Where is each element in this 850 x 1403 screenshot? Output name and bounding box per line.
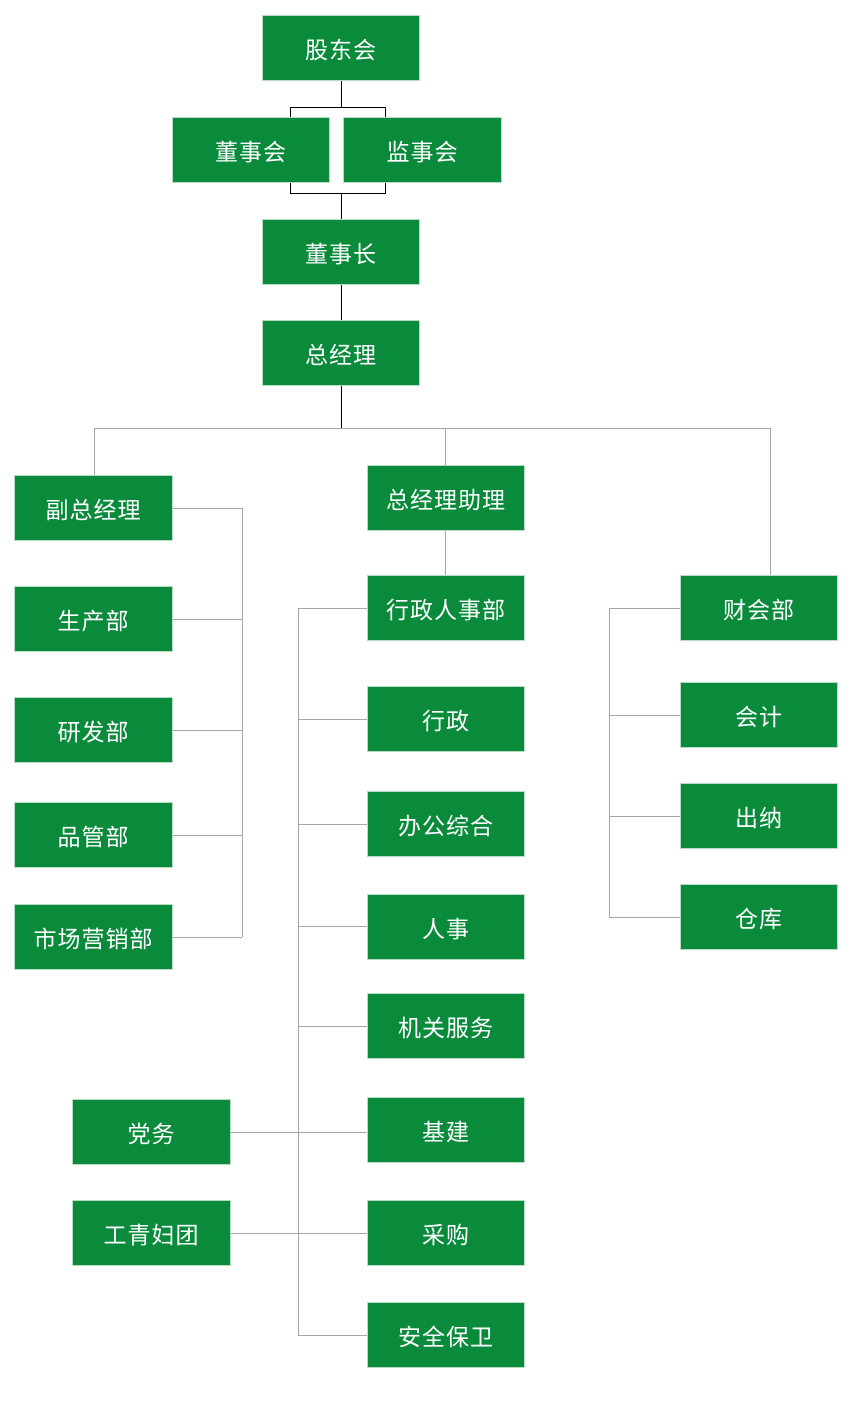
connector-line-horizontal [298,1335,367,1336]
org-node-gm-assistant: 总经理助理 [367,465,525,531]
connector-line-vertical [290,107,291,117]
connector-line-vertical [341,81,342,107]
org-node-rd-dept: 研发部 [14,697,173,763]
connector-line-horizontal [173,835,242,836]
connector-line-horizontal [298,824,367,825]
connector-line-horizontal [609,816,680,817]
org-node-marketing-dept: 市场营销部 [14,904,173,970]
org-node-chairman: 董事长 [262,219,420,285]
org-node-qc-dept: 品管部 [14,802,173,868]
connector-line-horizontal [609,715,680,716]
connector-line-horizontal [290,193,386,194]
connector-line-horizontal [298,608,367,609]
connector-line-vertical [445,531,446,575]
connector-line-vertical [298,608,299,1335]
org-node-cashier: 出纳 [680,783,838,849]
org-node-accounting: 会计 [680,682,838,748]
connector-line-horizontal [609,917,680,918]
connector-line-horizontal [609,608,680,609]
connector-line-horizontal [173,730,242,731]
org-node-office-general: 办公综合 [367,791,525,857]
connector-line-horizontal [298,1026,367,1027]
connector-line-vertical [770,428,771,575]
connector-line-vertical [94,428,95,475]
org-node-admin-hr-dept: 行政人事部 [367,575,525,641]
org-node-unions: 工青妇团 [72,1200,231,1266]
org-node-supervisory: 监事会 [343,117,502,183]
connector-line-horizontal [94,428,771,429]
connector-line-vertical [385,183,386,194]
connector-line-horizontal [298,926,367,927]
org-node-admin: 行政 [367,686,525,752]
connector-line-horizontal [290,107,386,108]
connector-line-horizontal [298,719,367,720]
org-node-security: 安全保卫 [367,1302,525,1368]
org-node-finance-dept: 财会部 [680,575,838,641]
org-node-procurement: 采购 [367,1200,525,1266]
connector-line-vertical [385,107,386,117]
connector-line-vertical [290,183,291,194]
org-node-party-affairs: 党务 [72,1099,231,1165]
connector-line-horizontal [231,1132,367,1133]
org-node-agency-services: 机关服务 [367,993,525,1059]
org-node-board: 董事会 [172,117,330,183]
org-node-production-dept: 生产部 [14,586,173,652]
org-node-infrastructure: 基建 [367,1097,525,1163]
connector-line-vertical [242,508,243,937]
connector-line-vertical [341,193,342,219]
connector-line-vertical [341,285,342,320]
org-node-shareholders: 股东会 [262,15,420,81]
connector-line-horizontal [173,508,242,509]
connector-line-vertical [609,608,610,917]
org-node-deputy-gm: 副总经理 [14,475,173,541]
connector-line-vertical [445,428,446,465]
org-node-personnel: 人事 [367,894,525,960]
org-node-general-manager: 总经理 [262,320,420,386]
connector-line-horizontal [231,1233,367,1234]
connector-line-horizontal [173,619,242,620]
connector-line-vertical [341,386,342,428]
connector-line-horizontal [173,937,242,938]
org-node-warehouse: 仓库 [680,884,838,950]
